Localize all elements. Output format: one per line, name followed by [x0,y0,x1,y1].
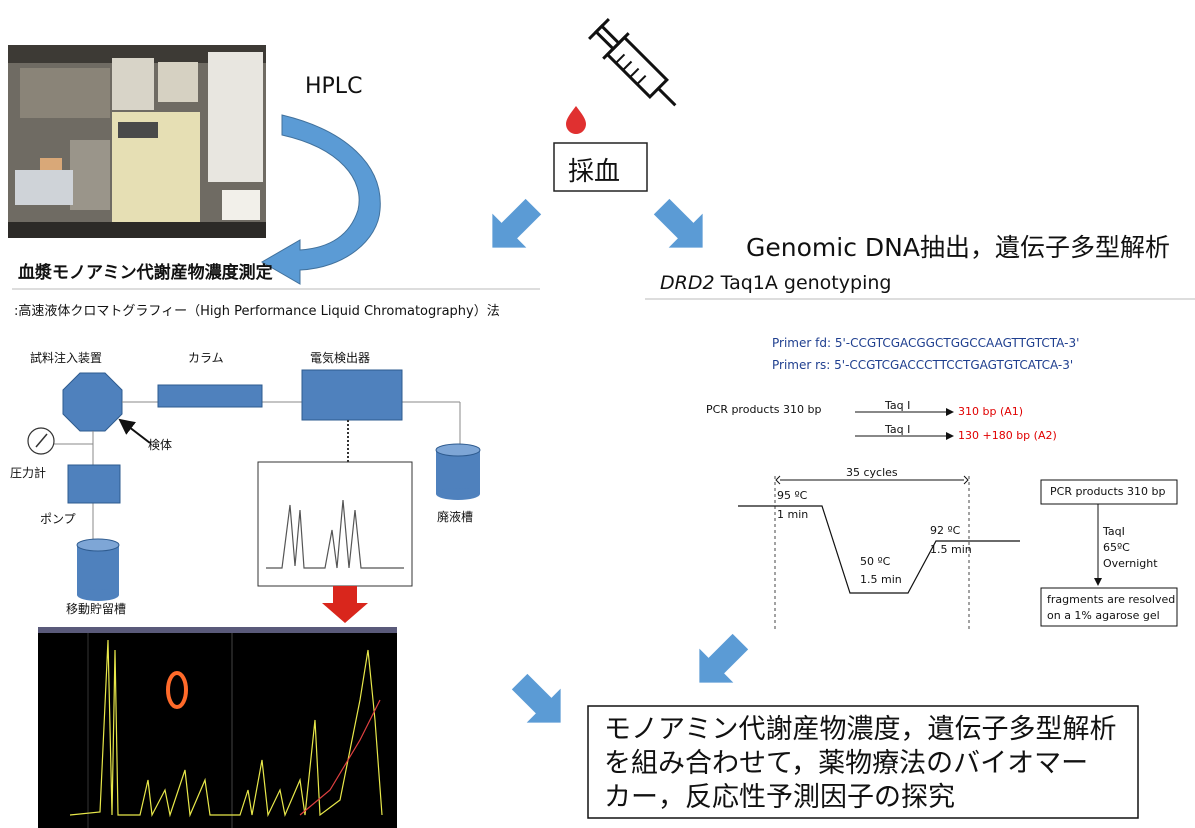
hplc-equipment-photo [8,45,266,238]
pump-label: ポンプ [40,512,76,526]
blood-drop-icon [566,106,586,134]
pressure-gauge-label: 圧力計 [10,466,47,480]
column-label: カラム [188,351,224,365]
pcr-products-label: PCR products 310 bp [706,403,822,416]
hplc-label: HPLC [305,74,363,99]
syringe-icon [588,18,677,107]
mobile-tank-label: 移動貯留槽 [66,602,127,616]
arrow-down-right-icon [653,198,703,248]
detector-label: 電気検出器 [310,351,371,365]
step3-temp: 92 ºC [930,524,961,537]
flow-box-top [1040,479,1178,505]
genotyping-label: Taq1A genotyping [714,272,892,294]
flow-temp-label: 65ºC [1103,541,1130,554]
primer-rs: Primer rs: 5'-CCGTCGACCCTTCCTGAGTGTCATCA… [772,358,1074,372]
mobile-phase-tank-shape [76,538,120,601]
conclusion-line2: を組み合わせて，薬物療法のバイオマー [604,748,1089,779]
hplc-schematic [27,369,481,623]
injector-label: 試料注入装置 [30,351,103,365]
specimen-label: 検体 [148,438,173,452]
gene-name: DRD2 [660,272,715,294]
chromatogram-trace [266,499,404,569]
section-title-right: Genomic DNA抽出，遺伝子多型解析 [746,233,1170,262]
conclusion-line1: モノアミン代謝産物濃度，遺伝子多型解析 [604,714,1117,745]
flow-box-label: PCR products 310 bp [1050,485,1166,498]
method-text: :高速液体クロマトグラフィー（High Performance Liquid C… [14,304,500,319]
column-shape [157,384,263,408]
pump-shape [67,464,121,504]
flow-result-line1: fragments are resolved [1047,593,1176,606]
conclusion-line3: カー，反応性予測因子の探究 [604,782,955,813]
conclusion-box [587,705,1139,819]
flow-enzyme-label: TaqI [1103,525,1125,538]
flow-time-label: Overnight [1103,557,1158,570]
pcr-thermal-profile [738,475,1020,632]
result-a2: 130 +180 bp (A2) [958,429,1057,442]
result-a1: 310 bp (A1) [958,405,1024,418]
waste-tank-shape [435,443,481,500]
waste-tank-label: 廃液槽 [437,510,474,524]
step1-time: 1 min [777,508,809,521]
flow-result-line2: on a 1% agarose gel [1047,609,1160,622]
step2-temp: 50 ºC [860,555,891,568]
injector-shape [62,372,123,432]
blood-sampling-label: 採血 [568,157,621,187]
section-title-left: 血漿モノアミン代謝産物濃度測定 [18,263,273,283]
detector-shape [301,369,403,421]
primer-fd: Primer fd: 5'-CCGTCGACGGCTGGCCAAGTTGTCTA… [772,336,1080,350]
cycles-label: 35 cycles [846,466,898,479]
blood-sampling-box [553,142,648,192]
arrow-from-genotyping-icon [699,633,749,683]
genotyping-subtitle: DRD2 Taq1A genotyping [660,272,891,294]
step1-temp: 95 ºC [777,489,808,502]
step3-time: 1.5 min [930,543,972,556]
curved-arrow-icon [261,114,381,285]
enzyme-2-label: Taq I [885,423,911,436]
chromatogram-screenshot [38,627,397,828]
step2-time: 1.5 min [860,573,902,586]
highlight-circle-icon [166,671,188,709]
flow-box-bottom [1040,587,1178,627]
arrow-to-conclusion-icon [511,673,561,723]
enzyme-1-label: Taq I [885,399,911,412]
arrow-down-left-icon [492,198,542,248]
red-down-arrow-icon [322,586,368,623]
